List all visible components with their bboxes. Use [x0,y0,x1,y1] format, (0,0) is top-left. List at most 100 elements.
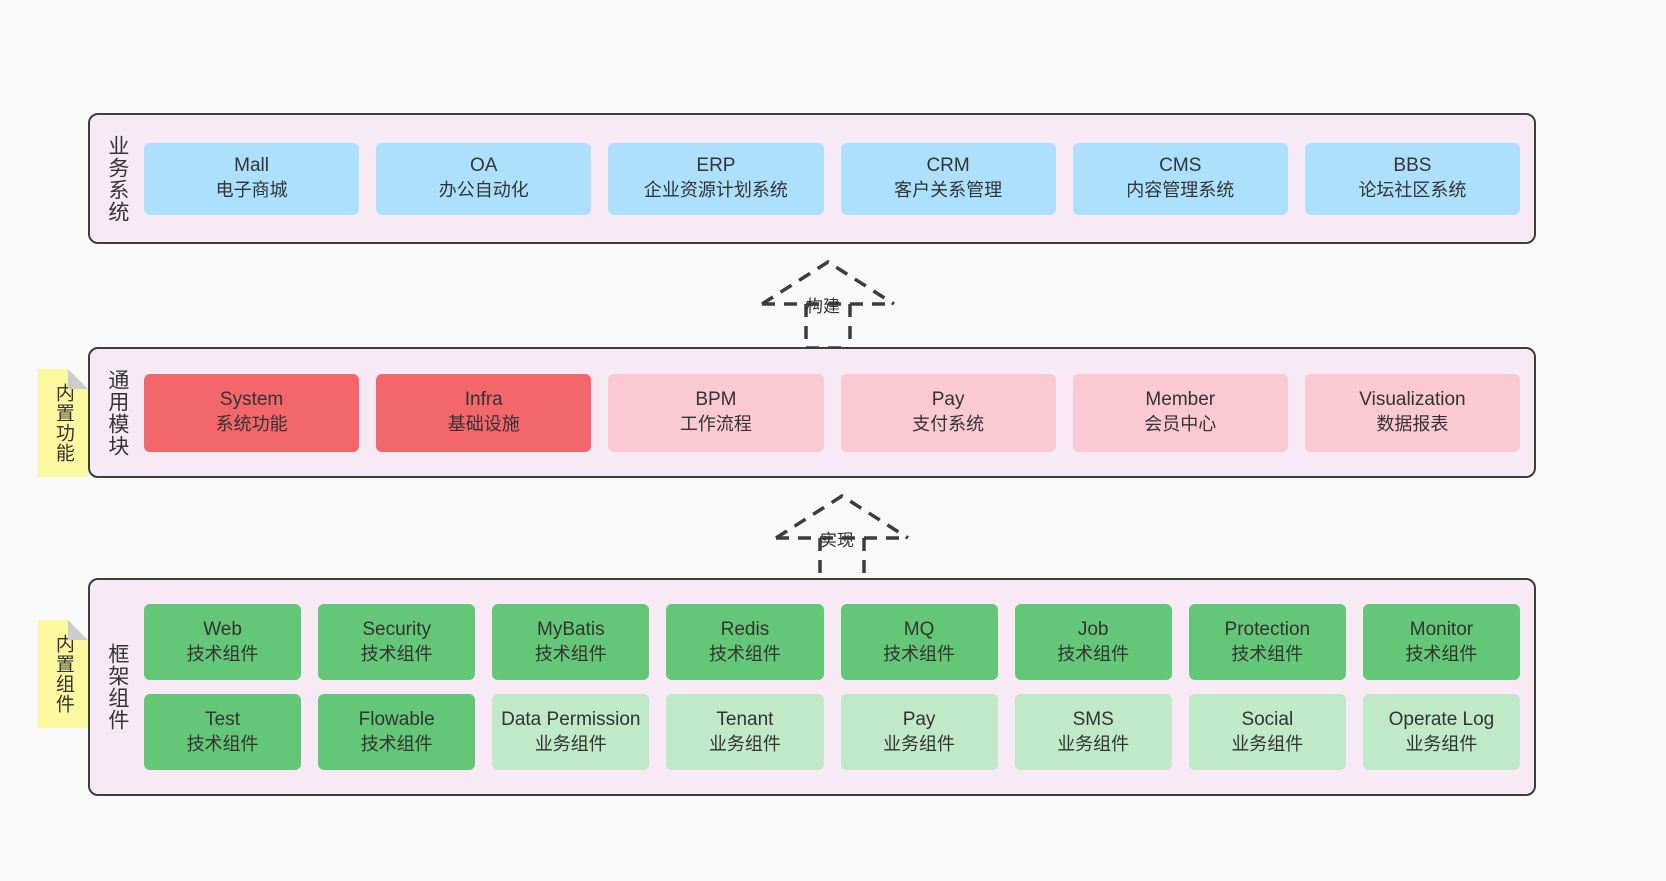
card-subtitle: 业务组件 [1231,733,1304,754]
component-card-protection[interactable]: Protection 技术组件 [1188,604,1346,680]
business-card-erp[interactable]: ERP 企业资源计划系统 [608,142,824,215]
card-title: Infra [464,389,503,411]
layer-body-modules: System 系统功能 Infra 基础设施 BPM 工作流程 Pay 支付系统… [144,349,1534,476]
component-card-monitor[interactable]: Monitor 技术组件 [1362,604,1520,680]
card-subtitle: 企业资源计划系统 [643,180,788,201]
component-card-tenant[interactable]: Tenant 业务组件 [666,694,824,770]
layer-framework-components: 框架组件 Web 技术组件 Security 技术组件 MyBatis 技术组件… [88,578,1536,796]
card-subtitle: 业务组件 [883,733,956,754]
component-card-test[interactable]: Test 技术组件 [144,694,302,770]
component-card-mybatis[interactable]: MyBatis 技术组件 [492,604,650,680]
card-title: System [219,389,284,411]
component-card-web[interactable]: Web 技术组件 [144,604,302,680]
card-title: Pay [931,389,965,411]
card-title: BBS [1393,155,1432,177]
card-title: Social [1241,708,1294,730]
card-title: Redis [720,618,770,640]
card-title: Visualization [1359,389,1466,411]
card-subtitle: 客户关系管理 [894,180,1003,201]
component-card-job[interactable]: Job 技术组件 [1014,604,1172,680]
card-title: Monitor [1409,618,1474,640]
card-row-modules: System 系统功能 Infra 基础设施 BPM 工作流程 Pay 支付系统… [144,373,1521,452]
card-subtitle: 论坛社区系统 [1358,180,1467,201]
card-subtitle: 技术组件 [1405,643,1478,664]
business-card-bbs[interactable]: BBS 论坛社区系统 [1304,142,1521,215]
component-card-mq[interactable]: MQ 技术组件 [840,604,998,680]
card-subtitle: 技术组件 [186,733,259,754]
card-title: CRM [926,155,970,177]
card-subtitle: 技术组件 [360,733,433,754]
card-subtitle: 技术组件 [1057,643,1130,664]
card-subtitle: 业务组件 [1057,733,1130,754]
component-card-redis[interactable]: Redis 技术组件 [666,604,824,680]
module-card-infra[interactable]: Infra 基础设施 [376,373,592,452]
card-title: Pay [902,708,936,730]
layer-caption-framework: 框架组件 [105,643,129,731]
card-title: Job [1077,618,1109,640]
card-title: Data Permission [501,708,641,730]
card-title: BPM [695,389,737,411]
card-row-business-components: Test 技术组件 Flowable 技术组件 Data Permission … [144,694,1520,770]
card-title: Flowable [358,708,435,730]
card-title: Tenant [716,708,774,730]
business-card-crm[interactable]: CRM 客户关系管理 [840,142,1056,215]
card-subtitle: 业务组件 [534,733,607,754]
note-builtin-components-label: 内置组件 [52,634,74,714]
card-title: OA [470,155,498,177]
business-card-oa[interactable]: OA 办公自动化 [376,142,592,215]
card-subtitle: 业务组件 [708,733,781,754]
module-card-bpm[interactable]: BPM 工作流程 [608,373,824,452]
layer-body-business: Mall 电子商城 OA 办公自动化 ERP 企业资源计划系统 CRM 客户关系… [144,115,1534,242]
component-card-data-permission[interactable]: Data Permission 业务组件 [492,694,650,770]
module-card-pay[interactable]: Pay 支付系统 [840,373,1056,452]
connector-implement: 实现 [770,492,914,584]
card-subtitle: 工作流程 [679,414,752,435]
card-row-tech-components: Web 技术组件 Security 技术组件 MyBatis 技术组件 Redi… [144,604,1520,680]
note-builtin-features-label: 内置功能 [52,383,74,463]
card-subtitle: 技术组件 [883,643,956,664]
card-title: MQ [903,618,935,640]
card-title: Web [203,618,242,640]
card-subtitle: 数据报表 [1376,414,1449,435]
card-title: MyBatis [537,618,605,640]
business-card-cms[interactable]: CMS 内容管理系统 [1072,142,1288,215]
connector-build-label: 构建 [806,297,840,316]
note-builtin-components: 内置组件 [38,620,88,728]
module-card-system[interactable]: System 系统功能 [144,373,360,452]
card-subtitle: 会员中心 [1144,414,1217,435]
card-title: ERP [696,155,736,177]
layer-caption-business: 业务系统 [105,134,129,223]
card-subtitle: 内容管理系统 [1126,180,1235,201]
card-title: Member [1145,389,1216,411]
component-card-sms[interactable]: SMS 业务组件 [1014,694,1172,770]
component-card-social[interactable]: Social 业务组件 [1188,694,1346,770]
card-title: SMS [1072,708,1114,730]
card-title: Mall [234,155,269,177]
card-subtitle: 技术组件 [360,643,433,664]
card-title: CMS [1159,155,1202,177]
component-card-pay[interactable]: Pay 业务组件 [840,694,998,770]
component-card-flowable[interactable]: Flowable 技术组件 [318,694,476,770]
card-title: Security [362,618,431,640]
card-subtitle: 支付系统 [912,414,985,435]
card-title: Protection [1224,618,1311,640]
card-subtitle: 业务组件 [1405,733,1478,754]
card-title: Test [205,708,240,730]
module-card-member[interactable]: Member 会员中心 [1072,373,1288,452]
module-card-visualization[interactable]: Visualization 数据报表 [1304,373,1521,452]
component-card-security[interactable]: Security 技术组件 [318,604,476,680]
card-subtitle: 技术组件 [186,643,259,664]
business-card-mall[interactable]: Mall 电子商城 [144,142,360,215]
card-subtitle: 技术组件 [708,643,781,664]
note-fold-corner [68,369,88,389]
card-subtitle: 电子商城 [215,180,288,201]
card-subtitle: 技术组件 [1231,643,1304,664]
note-builtin-features: 内置功能 [38,369,88,477]
card-subtitle: 基础设施 [447,414,520,435]
card-title: Operate Log [1388,708,1495,730]
connector-build: 构建 [756,258,900,350]
card-subtitle: 技术组件 [534,643,607,664]
card-subtitle: 办公自动化 [438,180,529,201]
component-card-operate-log[interactable]: Operate Log 业务组件 [1362,694,1520,770]
